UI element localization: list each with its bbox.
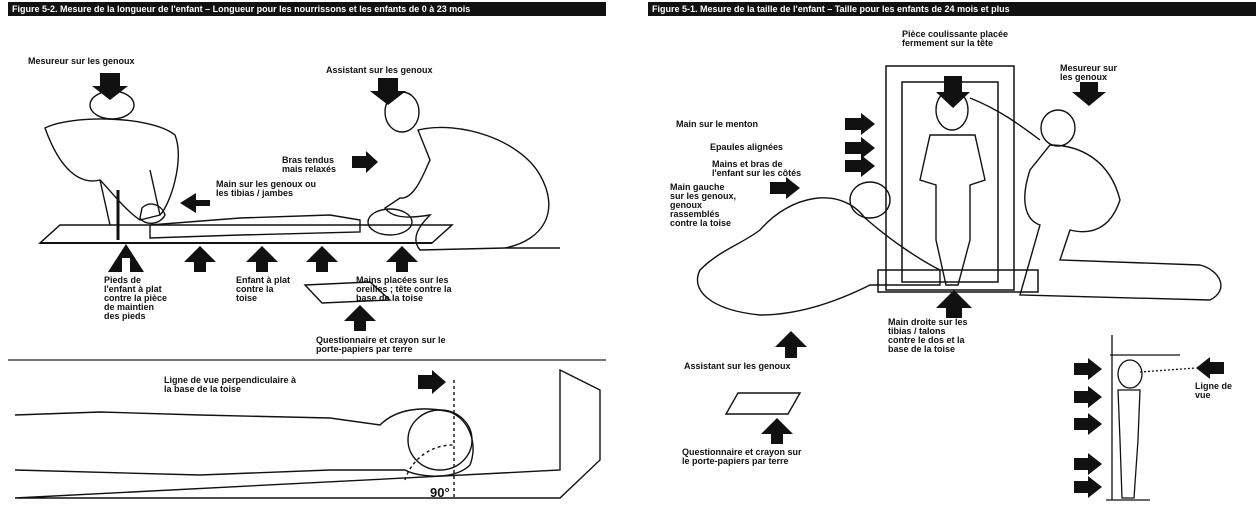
length-measurement-illustration xyxy=(0,0,612,513)
label-hands-ears: Mains placées sur les oreilles ; tête co… xyxy=(356,276,452,303)
label-assistant-knees: Assistant sur les genoux xyxy=(326,66,433,75)
label-height-questionnaire: Questionnaire et crayon sur le porte-pap… xyxy=(682,448,802,466)
profile-figure xyxy=(1106,335,1196,500)
label-height-measurer-knees: Mesureur sur les genoux xyxy=(1060,64,1117,82)
label-hand-on-knees: Main sur les genoux ou les tibias / jamb… xyxy=(216,180,316,198)
right-figure-panel: Figure 5-1. Mesure de la taille de l'enf… xyxy=(640,0,1258,513)
height-measurement-illustration xyxy=(640,0,1258,513)
label-left-hand: Main gauche sur les genoux, genoux rasse… xyxy=(670,183,736,228)
head-detail-figure xyxy=(15,370,600,500)
label-hand-chin: Main sur le menton xyxy=(676,120,758,129)
left-figure-panel: Figure 5-2. Mesure de la longueur de l'e… xyxy=(0,0,612,513)
label-right-hand: Main droite sur les tibias / talons cont… xyxy=(888,318,968,354)
measurer-figure xyxy=(45,91,178,225)
label-feet-flat: Pieds de l'enfant à plat contre la pièce… xyxy=(104,276,167,321)
height-arrows xyxy=(761,76,1224,498)
label-child-flat: Enfant à plat contre la toise xyxy=(236,276,290,303)
label-shoulders: Epaules alignées xyxy=(710,143,783,152)
label-height-assistant-knees: Assistant sur les genoux xyxy=(684,362,791,371)
label-arms-extended: Bras tendus mais relaxés xyxy=(282,156,336,174)
label-height-line-of-sight: Ligne de vue xyxy=(1195,382,1232,400)
label-line-of-sight: Ligne de vue perpendiculaire à la base d… xyxy=(164,376,296,394)
label-measurer-knees: Mesureur sur les genoux xyxy=(28,57,135,66)
label-questionnaire: Questionnaire et crayon sur le porte-pap… xyxy=(316,336,446,354)
standing-child-figure xyxy=(920,90,985,285)
label-angle: 90° xyxy=(430,486,450,499)
lying-child-figure xyxy=(150,209,412,238)
label-headpiece: Pièce coulissante placée fermement sur l… xyxy=(902,30,1008,48)
label-hands-arms: Mains et bras de l'enfant sur les côtés xyxy=(712,160,801,178)
